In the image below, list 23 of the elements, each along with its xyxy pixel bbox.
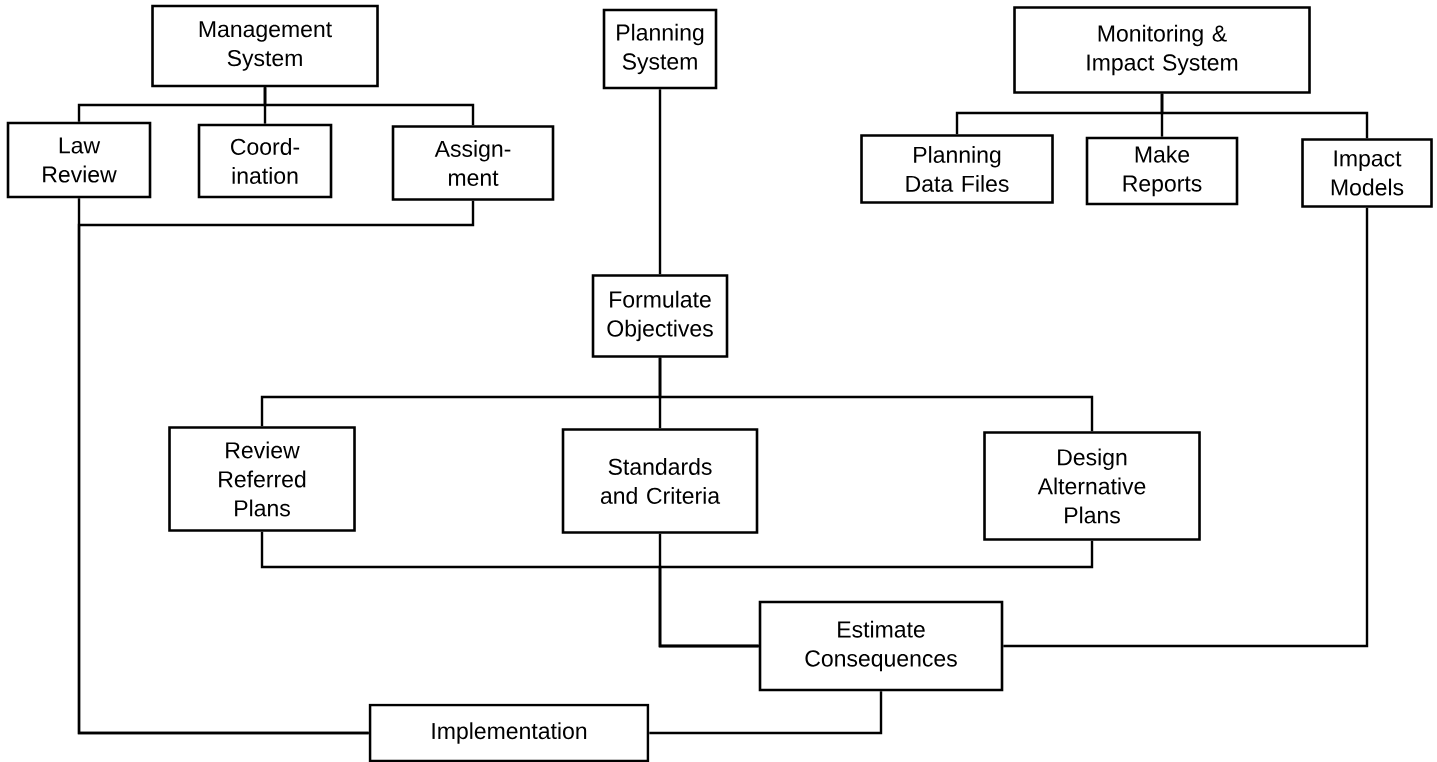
process-box: Estimate Consequences (758, 600, 1004, 692)
connector-line (658, 357, 1094, 432)
connector-line (649, 691, 883, 735)
connector-line (1003, 207, 1369, 648)
process-box: Review Referred Plans (168, 426, 356, 532)
process-box: Make Reports (1085, 136, 1239, 206)
connector-line (658, 89, 662, 275)
process-box: Assign- ment (391, 125, 555, 201)
process-box: Law Review (6, 121, 152, 199)
process-box: Monitoring & Impact System (1013, 6, 1311, 94)
connector-line (658, 540, 1094, 648)
process-box: Standards and Criteria (561, 428, 759, 534)
process-box: Coord- ination (197, 123, 333, 199)
connector-line (1160, 93, 1369, 139)
process-box: Design Alternative Plans (983, 431, 1201, 541)
connector-line (77, 200, 475, 735)
connector-line (263, 87, 475, 126)
process-box: Planning Data Files (860, 134, 1054, 204)
process-box: Planning System (602, 8, 718, 90)
process-box: Impact Models (1301, 138, 1433, 208)
process-box: Implementation (368, 703, 650, 762)
process-box: Formulate Objectives (591, 274, 729, 358)
process-box: Management System (151, 4, 379, 88)
